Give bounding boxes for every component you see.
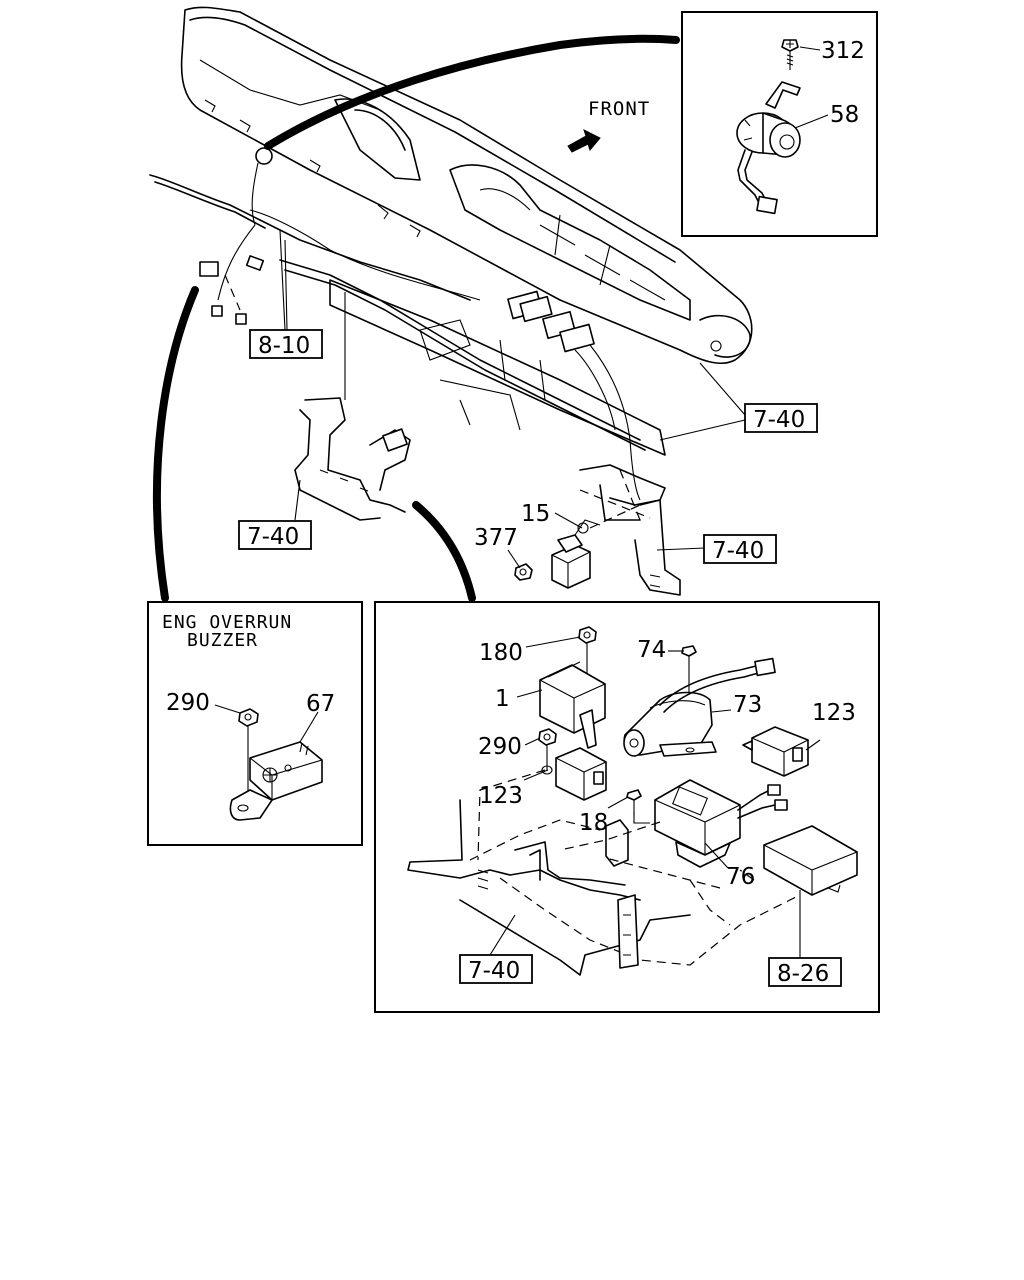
front-arrow: [567, 129, 601, 153]
ref-7-40-b: 7-40: [247, 524, 299, 550]
front-label: FRONT: [588, 98, 650, 120]
relays-leaders: [489, 636, 821, 958]
buzzer-leaders: [214, 704, 319, 743]
callout-73: 73: [733, 692, 762, 718]
callout-58: 58: [830, 102, 859, 128]
relays-drawing: [407, 626, 858, 976]
callout-15: 15: [521, 501, 550, 527]
ref-box-7-40-a: [744, 403, 818, 433]
switch-assembly-drawing: [736, 39, 801, 215]
inset-buzzer-frame: [147, 601, 363, 846]
callout-18: 18: [579, 810, 608, 836]
buzzer-drawing: [229, 708, 323, 821]
ref-box-7-40-d: [459, 954, 533, 984]
inset-relays-frame: [374, 601, 880, 1013]
inset-title-line2: BUZZER: [187, 630, 258, 651]
ref-7-40-c: 7-40: [712, 538, 764, 564]
inset-switch-leaders: [794, 46, 829, 129]
ref-box-7-40-b: [238, 520, 312, 550]
ref-8-10: 8-10: [258, 333, 310, 359]
callout-290-buzzer: 290: [166, 690, 210, 716]
ref-box-8-10: [249, 329, 323, 359]
ref-8-26: 8-26: [777, 961, 829, 987]
ref-box-7-40-c: [703, 534, 777, 564]
callout-377: 377: [474, 525, 518, 551]
ref-box-8-26: [768, 957, 842, 987]
callout-1: 1: [495, 686, 510, 712]
instrument-panel-drawing: [149, 6, 753, 596]
callout-123-right: 123: [812, 700, 856, 726]
inset-title-line1: ENG OVERRUN: [162, 612, 292, 633]
callout-312: 312: [821, 38, 865, 64]
callout-67: 67: [306, 691, 335, 717]
ref-7-40-d: 7-40: [468, 958, 520, 984]
detail-pointer-arcs: [152, 34, 680, 602]
ref-7-40-a: 7-40: [753, 407, 805, 433]
callout-180: 180: [479, 640, 523, 666]
callout-123-left: 123: [479, 783, 523, 809]
callout-74: 74: [637, 637, 666, 663]
inset-switch-frame: [681, 11, 878, 237]
main-leader-lines: [284, 239, 746, 569]
callout-76: 76: [726, 864, 755, 890]
callout-290-relay: 290: [478, 734, 522, 760]
